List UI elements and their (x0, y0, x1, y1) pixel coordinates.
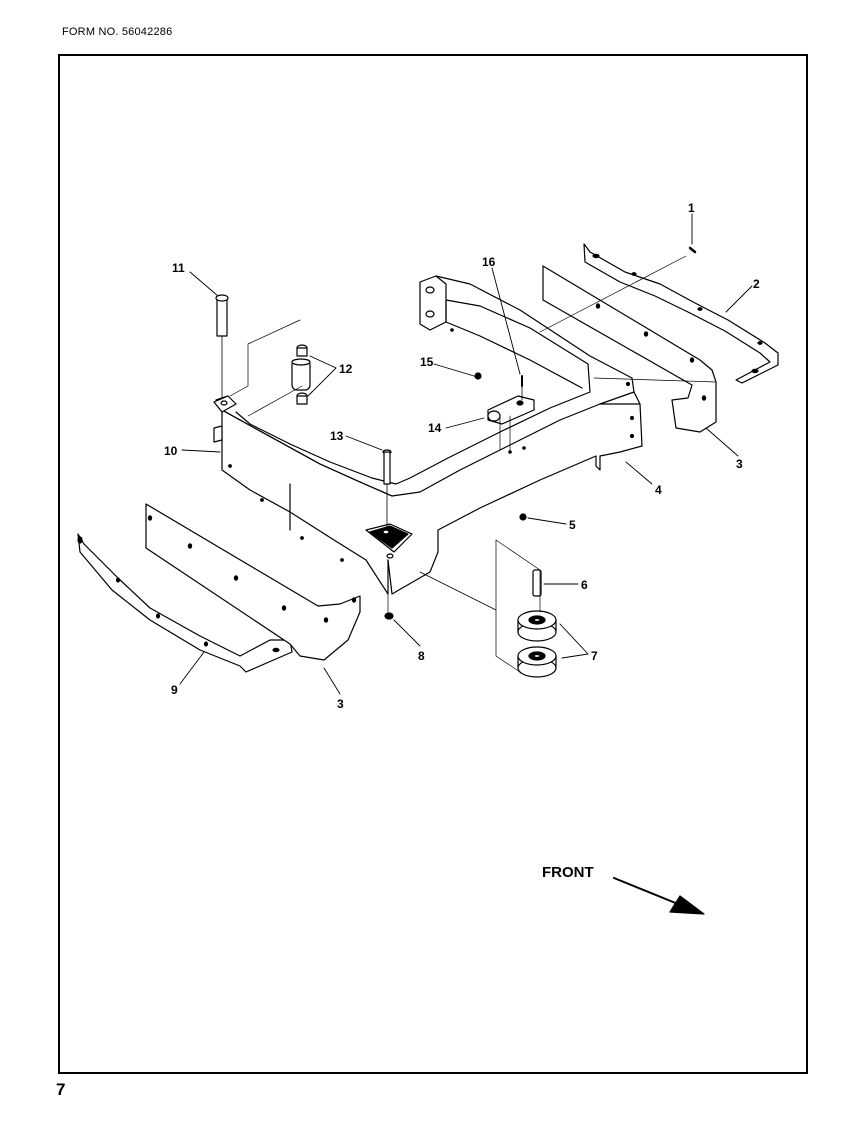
leader-lines (179, 213, 753, 695)
assembly-lines (229, 319, 717, 673)
callout-16: 16 (482, 255, 496, 269)
callout-7: 7 (591, 649, 598, 663)
part-7-rollers (517, 610, 557, 678)
callout-3-left: 3 (337, 697, 344, 711)
callout-15: 15 (420, 355, 434, 369)
callout-9: 9 (171, 683, 178, 697)
callout-3: 3 (736, 457, 743, 471)
part-4-main-frame (213, 275, 643, 595)
callout-10: 10 (164, 444, 178, 458)
part-12-bushings (291, 344, 311, 405)
part-1-screw (539, 246, 697, 333)
page-number: 7 (56, 1080, 66, 1099)
part-11-pivot-pin (215, 294, 229, 399)
part-13-bolt (382, 449, 392, 527)
part-5-nut (519, 513, 527, 521)
part-3-right-guard (542, 265, 717, 433)
callout-13: 13 (330, 429, 344, 443)
front-direction-indicator: FRONT (542, 864, 705, 915)
callout-5: 5 (569, 518, 576, 532)
callout-8: 8 (418, 649, 425, 663)
callout-4: 4 (655, 483, 662, 497)
callout-labels: 1 2 3 4 5 6 7 8 9 10 11 12 13 14 15 16 3 (164, 201, 760, 711)
front-arrow-icon (613, 877, 679, 905)
front-label: FRONT (542, 864, 594, 881)
part-8-nut (384, 573, 394, 620)
callout-1: 1 (688, 201, 695, 215)
part-6-pin (532, 569, 542, 597)
form-number: FORM NO. 56042286 (62, 26, 173, 38)
diagram-frame (58, 54, 808, 1074)
part-2-right-rail (583, 243, 779, 384)
part-15-nut (474, 372, 482, 380)
callout-6: 6 (581, 578, 588, 592)
callout-12: 12 (339, 362, 353, 376)
part-14-latch (487, 395, 535, 425)
callout-11: 11 (172, 261, 185, 275)
part-3-left-guard (145, 503, 361, 661)
callout-14: 14 (428, 421, 442, 435)
callout-2: 2 (753, 277, 760, 291)
